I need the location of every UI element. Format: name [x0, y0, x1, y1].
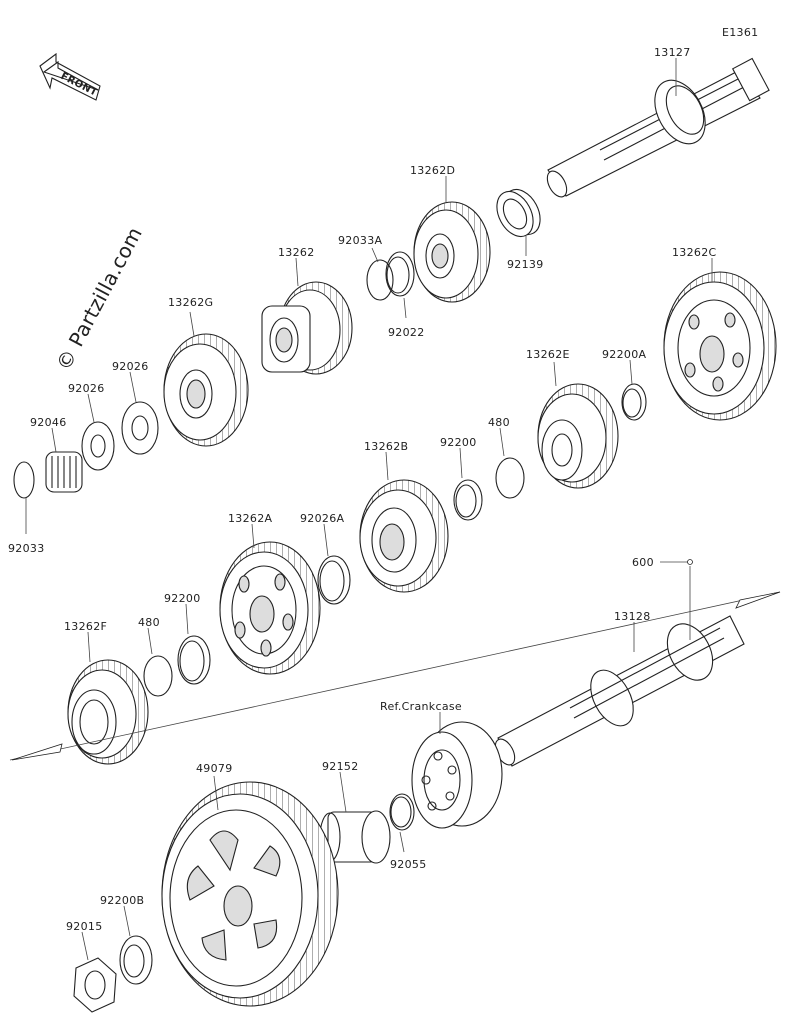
washer-92200B [119, 935, 153, 985]
bearing-ref-crankcase [411, 721, 503, 829]
label-13127: 13127 [654, 46, 691, 59]
label-92152: 92152 [322, 760, 359, 773]
label-480-b: 480 [138, 616, 160, 629]
gear-13262G [163, 333, 249, 447]
gear-13262E [537, 383, 619, 489]
label-ref-crankcase: Ref.Crankcase [380, 700, 462, 713]
washer-92200A [621, 383, 647, 421]
label-13262F: 13262F [64, 620, 107, 633]
label-92026-a: 92026 [112, 360, 149, 373]
label-92200-b: 92200 [164, 592, 201, 605]
label-13128: 13128 [614, 610, 651, 623]
axis-arrow-right-icon [735, 591, 781, 609]
shaft-13128 [494, 615, 745, 767]
label-13262A: 13262A [228, 512, 272, 525]
circlip-92033 [13, 461, 35, 499]
label-92015: 92015 [66, 920, 103, 933]
label-49079: 49079 [196, 762, 233, 775]
label-92026A: 92026A [300, 512, 344, 525]
oring-92055 [389, 793, 415, 831]
label-13262E: 13262E [526, 348, 570, 361]
gear-49079 [161, 781, 339, 1007]
front-arrow-icon: FRONT [39, 52, 101, 101]
label-92200A: 92200A [602, 348, 646, 361]
ref-dot-icon [687, 559, 693, 565]
gear-13262 [261, 281, 353, 375]
washer-92026-b [81, 421, 115, 471]
circlip-480-b [143, 655, 173, 697]
label-92033A: 92033A [338, 234, 382, 247]
nut-92015 [73, 957, 117, 1013]
label-13262B: 13262B [364, 440, 408, 453]
label-13262: 13262 [278, 246, 315, 259]
bearing-92046 [45, 451, 83, 493]
label-13262D: 13262D [410, 164, 455, 177]
label-92022: 92022 [388, 326, 425, 339]
circlip-92033A [366, 259, 394, 301]
label-92055: 92055 [390, 858, 427, 871]
washer-92200-b [177, 635, 211, 685]
circlip-480-a [495, 457, 525, 499]
label-92046: 92046 [30, 416, 67, 429]
watermark: © Partzilla.com [51, 223, 147, 375]
washer-92200-a [453, 479, 483, 521]
label-92200B: 92200B [100, 894, 144, 907]
label-92200-a: 92200 [440, 436, 477, 449]
bushing-92139 [496, 188, 541, 238]
washer-92026-a [121, 401, 159, 455]
gear-13262F [67, 659, 149, 765]
label-13262C: 13262C [672, 246, 716, 259]
label-13262G: 13262G [168, 296, 213, 309]
label-600: 600 [632, 556, 654, 569]
gear-13262A [219, 541, 321, 675]
label-92033: 92033 [8, 542, 45, 555]
washer-92022 [385, 251, 415, 297]
gear-13262B [359, 479, 449, 593]
shaft-13127 [546, 57, 770, 198]
washer-92026A [317, 555, 351, 605]
diagram-code: E1361 [722, 26, 758, 39]
gear-13262D [413, 201, 491, 303]
label-92026-b: 92026 [68, 382, 105, 395]
label-92139: 92139 [507, 258, 544, 271]
label-480-a: 480 [488, 416, 510, 429]
axis-arrow-left-icon [11, 743, 63, 761]
gear-13262C [663, 271, 777, 421]
axis-line-lower [9, 591, 781, 761]
